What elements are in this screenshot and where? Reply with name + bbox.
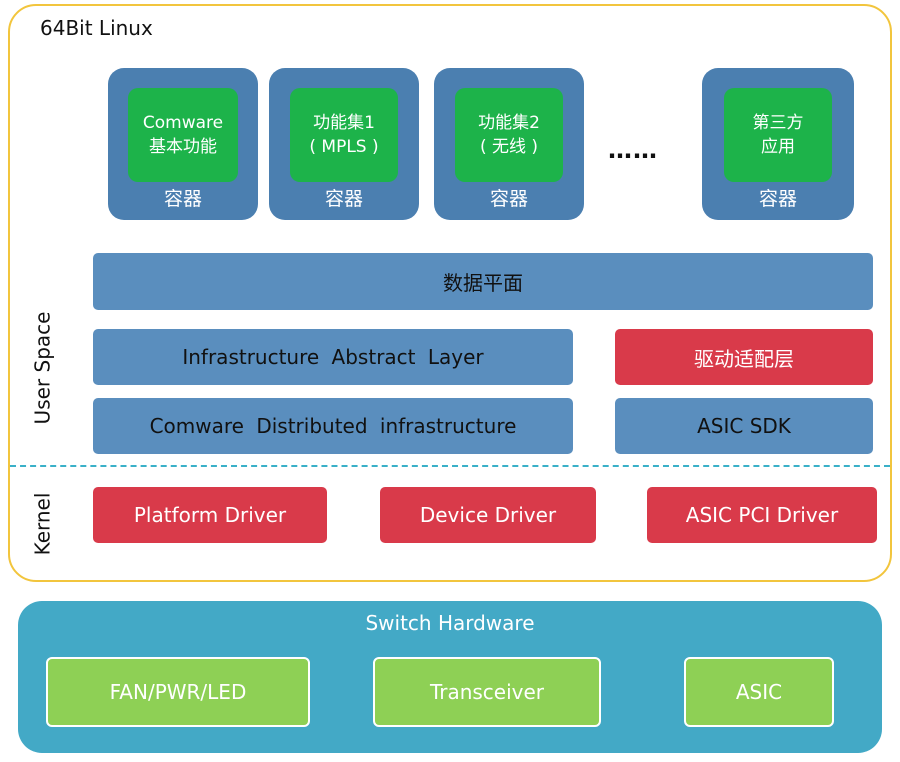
platform-driver: Platform Driver — [93, 487, 327, 543]
user-space-label: User Space — [30, 311, 55, 425]
app-mpls: 功能集1 ( MPLS ) — [290, 88, 398, 182]
data-plane-layer: 数据平面 — [93, 253, 873, 310]
linux-title: 64Bit Linux — [40, 16, 153, 40]
app-comware-name: Comware — [142, 113, 224, 133]
infrastructure-abstract-layer: Infrastructure Abstract Layer — [93, 329, 573, 385]
asic-sdk-layer: ASIC SDK — [615, 398, 873, 454]
asic-box: ASIC — [684, 657, 834, 727]
container-label: 容器 — [163, 188, 202, 210]
driver-adapter-layer: 驱动适配层 — [615, 329, 873, 385]
app-third-party-sub: 应用 — [761, 137, 795, 157]
app-mpls-sub: ( MPLS ) — [309, 137, 379, 157]
app-mpls-name: 功能集1 — [313, 113, 375, 133]
app-wireless-sub: ( 无线 ) — [479, 137, 539, 157]
user-kernel-divider — [10, 465, 890, 467]
container-wireless: 功能集2 ( 无线 ) 容器 — [434, 68, 584, 220]
container-comware: Comware 基本功能 容器 — [108, 68, 258, 220]
device-driver: Device Driver — [380, 487, 596, 543]
user-space-label-wrap: User Space — [0, 312, 92, 425]
container-third-party: 第三方 应用 容器 — [702, 68, 854, 220]
ellipsis: …… — [608, 136, 658, 164]
app-comware-sub: 基本功能 — [149, 137, 217, 157]
switch-hardware-title: Switch Hardware — [365, 611, 535, 635]
kernel-label: Kernel — [30, 492, 54, 556]
app-wireless: 功能集2 ( 无线 ) — [455, 88, 563, 182]
container-label: 容器 — [758, 188, 797, 210]
comware-distributed-infrastructure: Comware Distributed infrastructure — [93, 398, 573, 454]
container-label: 容器 — [324, 188, 363, 210]
fan-pwr-led-box: FAN/PWR/LED — [46, 657, 310, 727]
kernel-label-wrap: Kernel — [0, 493, 92, 556]
asic-pci-driver: ASIC PCI Driver — [647, 487, 877, 543]
app-third-party: 第三方 应用 — [724, 88, 832, 182]
app-third-party-name: 第三方 — [752, 113, 804, 133]
transceiver-box: Transceiver — [373, 657, 601, 727]
container-mpls: 功能集1 ( MPLS ) 容器 — [269, 68, 419, 220]
app-comware: Comware 基本功能 — [128, 88, 238, 182]
app-wireless-name: 功能集2 — [478, 113, 540, 133]
container-label: 容器 — [489, 188, 528, 210]
